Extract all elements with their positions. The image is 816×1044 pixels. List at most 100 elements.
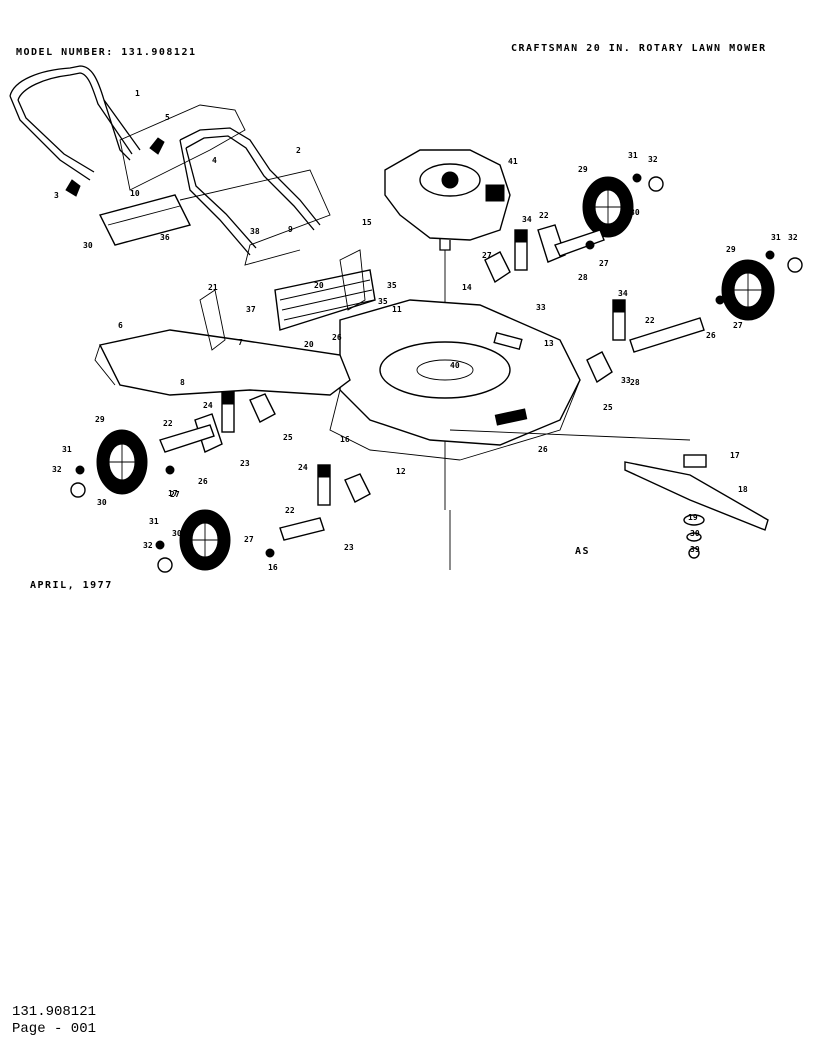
grass-bag-top — [119, 104, 331, 266]
callout-39: 39 — [690, 545, 700, 554]
callout-27-4: 27 — [244, 535, 254, 544]
footer-model-number: 131.908121 — [12, 1004, 97, 1020]
callout-27: 27 — [482, 251, 492, 260]
mower-deck — [329, 299, 581, 461]
callout-33-2: 33 — [621, 376, 631, 385]
callout-11: 11 — [392, 305, 402, 314]
callout-26-4: 26 — [332, 333, 342, 342]
callout-23-2: 23 — [344, 543, 354, 552]
height-adjusters — [221, 229, 626, 506]
callout-35: 35 — [387, 281, 397, 290]
callout-28-2: 28 — [630, 378, 640, 387]
callout-27-5: 27 — [170, 490, 180, 499]
callout-34: 34 — [522, 215, 532, 224]
hardware-small — [70, 173, 803, 573]
callout-31-2: 31 — [771, 233, 781, 242]
callout-26: 26 — [706, 331, 716, 340]
engine — [384, 149, 511, 510]
callout-22-2: 22 — [645, 316, 655, 325]
callout-31-4: 31 — [149, 517, 159, 526]
date-label: APRIL, 1977 — [30, 580, 113, 591]
callout-4: 4 — [212, 156, 217, 165]
callout-12: 12 — [396, 467, 406, 476]
callout-27-3: 27 — [733, 321, 743, 330]
callout-24-2: 24 — [298, 463, 308, 472]
callout-30-4: 30 — [172, 529, 182, 538]
diagram-title: CRAFTSMAN 20 IN. ROTARY LAWN MOWER — [511, 43, 767, 54]
callout-8: 8 — [180, 378, 185, 387]
callout-23: 23 — [240, 459, 250, 468]
callout-27-2: 27 — [599, 259, 609, 268]
discharge-chute — [94, 329, 351, 396]
callout-25-2: 25 — [603, 403, 613, 412]
callout-20: 20 — [314, 281, 324, 290]
grass-bag-screen — [274, 269, 376, 331]
blade-assembly — [449, 429, 769, 570]
callout-1: 1 — [135, 89, 140, 98]
callout-30-2: 30 — [630, 208, 640, 217]
axle-plates — [194, 224, 613, 503]
callout-32-2: 32 — [788, 233, 798, 242]
callout-17-2: 17 — [168, 489, 178, 498]
callout-35-2: 35 — [378, 297, 388, 306]
callout-2: 2 — [296, 146, 301, 155]
callout-13: 13 — [544, 339, 554, 348]
callout-18: 18 — [738, 485, 748, 494]
callout-28: 28 — [578, 273, 588, 282]
wheel-rear-left — [96, 429, 148, 495]
callout-22-4: 22 — [285, 506, 295, 515]
footer-page-number: Page - 001 — [12, 1021, 97, 1037]
upper-handle — [9, 65, 141, 181]
callout-29-4: 29 — [188, 521, 198, 530]
callout-41: 41 — [508, 157, 518, 166]
callout-16-2: 16 — [268, 563, 278, 572]
callout-26-2: 26 — [198, 477, 208, 486]
callout-31: 31 — [628, 151, 638, 160]
wheel-front-left — [179, 509, 231, 571]
callout-15: 15 — [362, 218, 372, 227]
callout-24: 24 — [203, 401, 213, 410]
callout-7: 7 — [238, 338, 243, 347]
wheel-rear-right — [582, 176, 634, 238]
callout-26-3: 26 — [538, 445, 548, 454]
callout-32: 32 — [648, 155, 658, 164]
callout-34-2: 34 — [618, 289, 628, 298]
callout-30-5: 30 — [690, 529, 700, 538]
handle-bracket — [98, 194, 192, 246]
callout-5: 5 — [165, 113, 170, 122]
callout-29: 29 — [578, 165, 588, 174]
callout-16: 16 — [340, 435, 350, 444]
callout-3: 3 — [54, 191, 59, 200]
model-number-label: MODEL NUMBER: 131.908121 — [16, 47, 197, 58]
callout-29-3: 29 — [95, 415, 105, 424]
callout-38: 38 — [250, 227, 260, 236]
handle-knob-left — [65, 137, 165, 197]
reference-code: AS — [575, 546, 591, 557]
bag-frame — [199, 249, 366, 351]
callout-9: 9 — [288, 225, 293, 234]
callout-33: 33 — [536, 303, 546, 312]
wheel-front-right — [721, 259, 775, 321]
callout-30-3: 30 — [97, 498, 107, 507]
callout-21: 21 — [208, 283, 218, 292]
callout-31-3: 31 — [62, 445, 72, 454]
callout-29-2: 29 — [726, 245, 736, 254]
callout-6: 6 — [118, 321, 123, 330]
callout-36: 36 — [160, 233, 170, 242]
callout-32-3: 32 — [52, 465, 62, 474]
callout-30: 30 — [83, 241, 93, 250]
callout-40: 40 — [450, 361, 460, 370]
callout-10: 10 — [130, 189, 140, 198]
axles — [159, 229, 705, 541]
callout-22: 22 — [539, 211, 549, 220]
callout-14: 14 — [462, 283, 472, 292]
callout-20-2: 20 — [304, 340, 314, 349]
callout-37: 37 — [246, 305, 256, 314]
callout-25: 25 — [283, 433, 293, 442]
lower-handle — [179, 127, 321, 256]
callout-32-4: 32 — [143, 541, 153, 550]
callout-22-3: 22 — [163, 419, 173, 428]
callout-17: 17 — [730, 451, 740, 460]
